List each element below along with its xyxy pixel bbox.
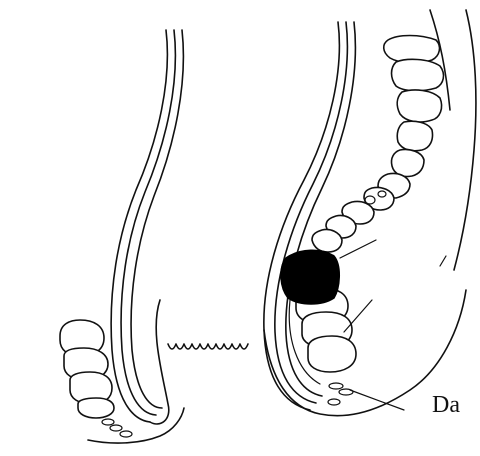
right-small-loops [328,383,353,405]
pointer-lines [340,240,446,410]
left-stacked-segments [60,320,114,418]
left-small-loops [102,419,132,437]
callout-label: Da [432,392,460,418]
connector-scallops [168,344,248,349]
black-mass [281,250,339,304]
right-upper-segments [312,36,443,253]
